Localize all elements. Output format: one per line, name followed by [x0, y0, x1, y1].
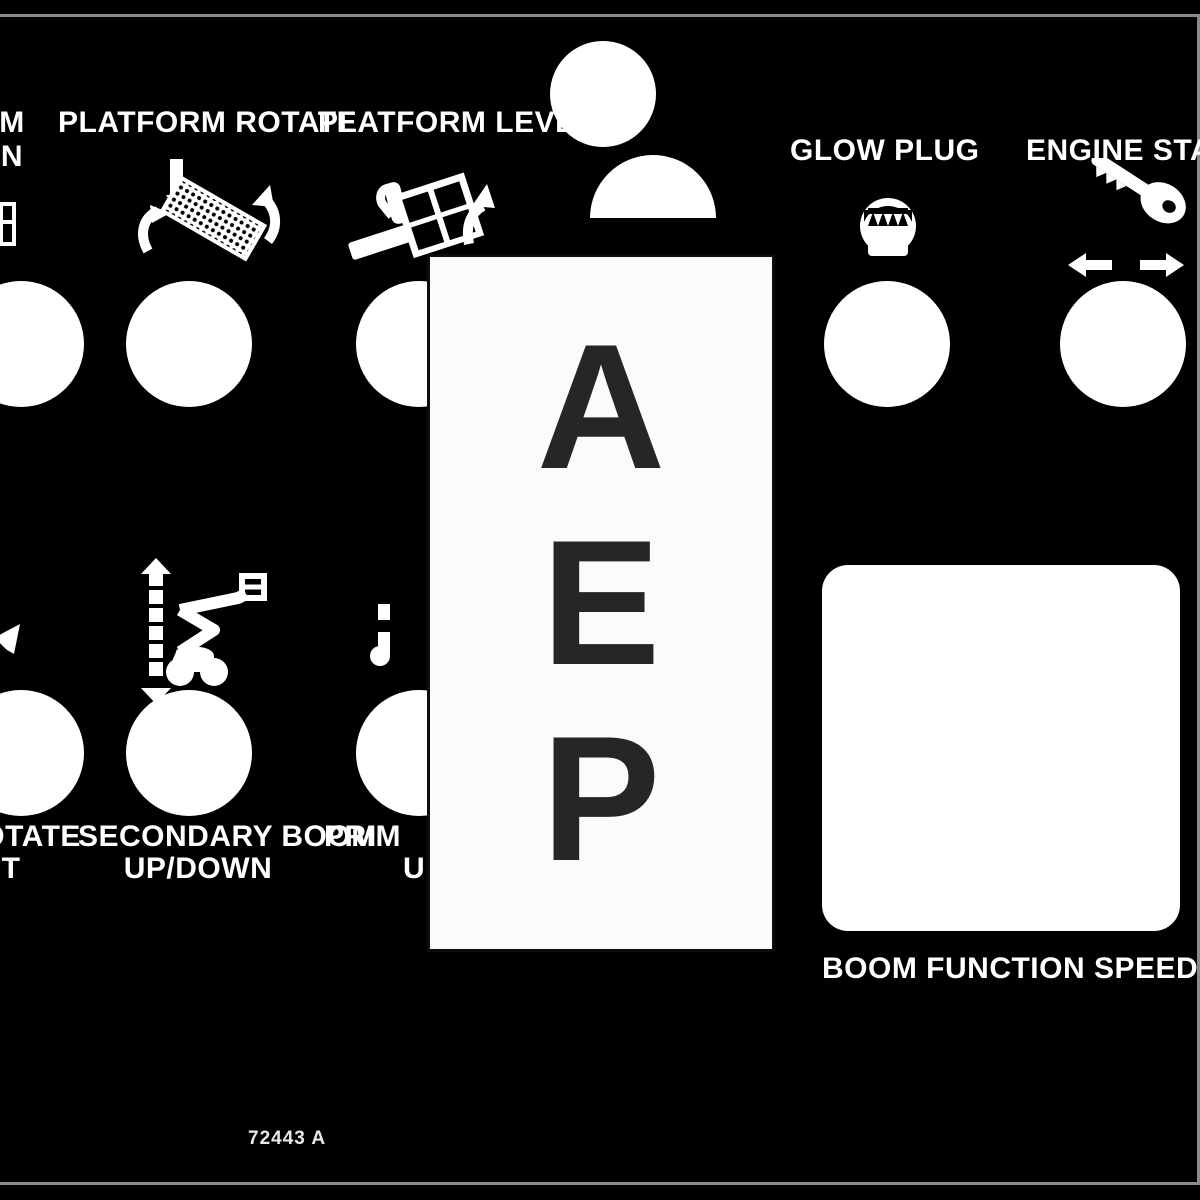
- label-turntable-rotate-line2: HT: [0, 852, 21, 885]
- aep-overlay-plate[interactable]: A E P: [427, 254, 775, 952]
- aep-letter-e: E: [541, 503, 661, 703]
- primary-boom-icon: [356, 600, 432, 710]
- operator-person-icon: [548, 40, 720, 220]
- engine-start-arrows-icon: [1068, 250, 1184, 280]
- glow-plug-icon: [856, 196, 920, 260]
- label-secondary-boom-line1: SECONDARY BOOM: [78, 820, 377, 853]
- aep-letter-a: A: [536, 307, 666, 507]
- frame-rule-right: [1197, 14, 1200, 1185]
- label-boom-function-speed: BOOM FUNCTION SPEED: [822, 952, 1199, 985]
- label-primary-boom-line1: PRIM: [324, 820, 401, 853]
- label-platform-rotate: PLATFORM ROTATE: [58, 106, 358, 139]
- button-secondary-boom[interactable]: [126, 690, 252, 816]
- label-primary-boom-line2: UI: [403, 852, 434, 885]
- frame-rule-bottom: [0, 1182, 1200, 1185]
- label-turntable-rotate-line1: ROTATE: [0, 820, 81, 853]
- aep-letter-p: P: [541, 699, 661, 899]
- label-engine-start: ENGINE STAR: [1026, 134, 1200, 167]
- frame-rule-top: [0, 14, 1200, 17]
- platform-updown-icon: [0, 200, 30, 252]
- boom-function-speed-well[interactable]: [822, 565, 1180, 931]
- label-secondary-boom-line2: UP/DOWN: [123, 852, 273, 885]
- button-engine-start[interactable]: [1060, 281, 1186, 407]
- platform-rotate-icon: [118, 155, 298, 265]
- part-number: 72443 A: [248, 1128, 327, 1149]
- label-platform-level: PLATFORM LEVEL: [318, 106, 595, 139]
- button-glow-plug[interactable]: [824, 281, 950, 407]
- engine-start-key-icon: [1072, 158, 1198, 226]
- button-turntable-rotate[interactable]: [0, 690, 84, 816]
- turntable-rotate-icon: [0, 606, 38, 686]
- button-platform-rotate[interactable]: [126, 281, 252, 407]
- button-platform-updown[interactable]: [0, 281, 84, 407]
- secondary-boom-icon: [118, 556, 278, 706]
- label-platform-updown-line2: N: [0, 140, 24, 173]
- platform-level-icon: [344, 158, 504, 266]
- label-platform-updown-line1: M: [0, 106, 25, 139]
- label-glow-plug: GLOW PLUG: [790, 134, 980, 167]
